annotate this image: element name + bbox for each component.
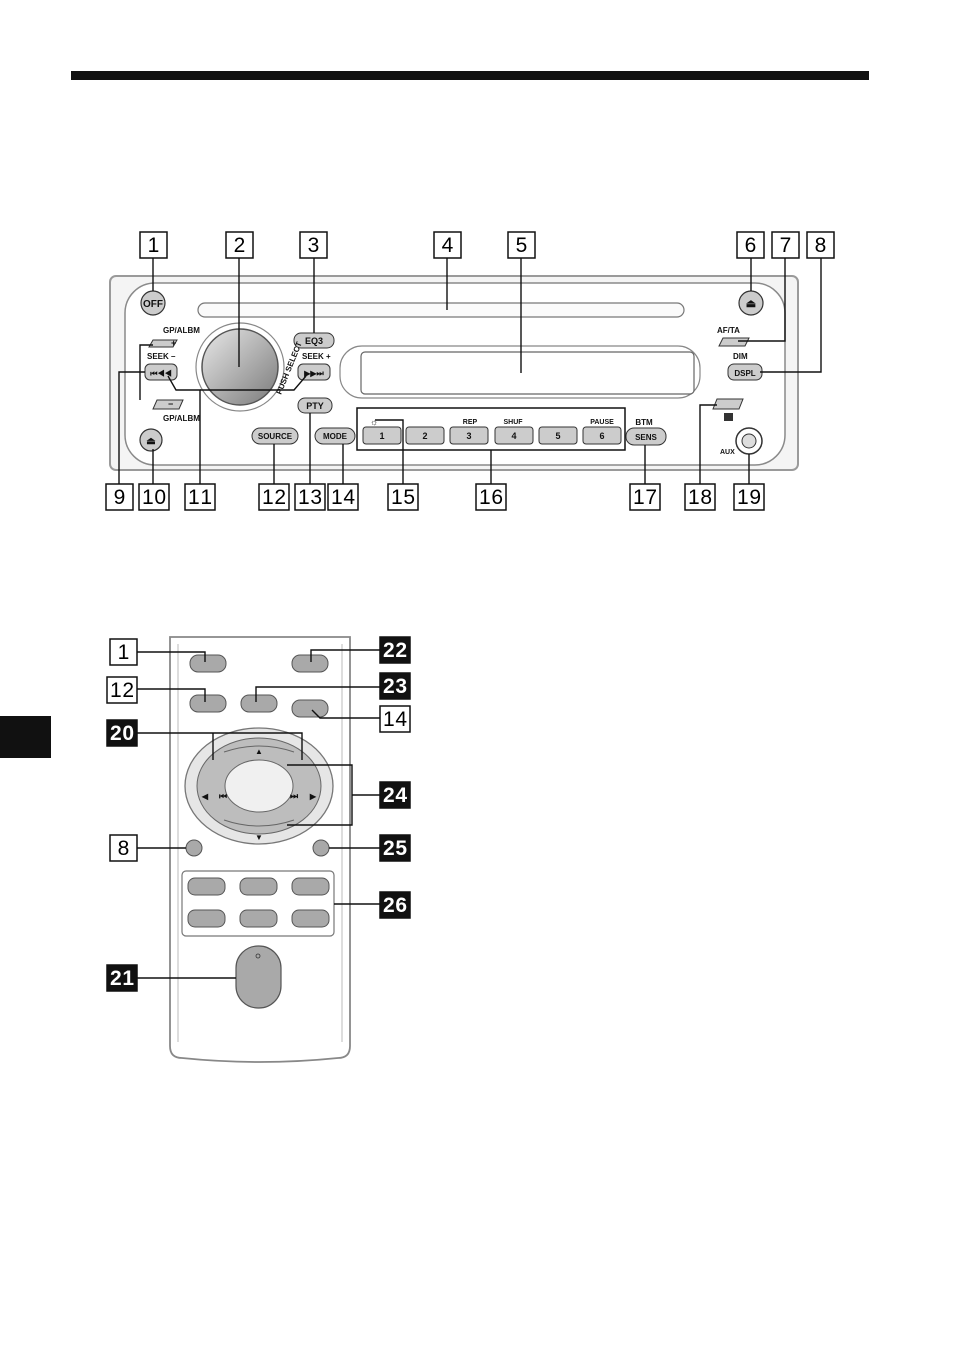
remote-callout-22: 22 [383,639,407,662]
pty-label: PTY [306,401,324,411]
af-ta-label: AF/TA [717,326,740,335]
dpad-left-icon: ◀ [201,792,209,801]
gp-albm-bottom-label: GP/ALBM [163,414,200,423]
eq3-label: EQ3 [305,336,323,346]
callout-3: 3 [308,234,320,257]
dpad-center[interactable] [225,760,293,812]
next-track-icon: ⏭ [290,791,299,801]
callout-10: 10 [142,486,166,509]
dpad-up-icon: ▲ [255,747,263,756]
sens-label: SENS [635,433,657,442]
callout-2: 2 [234,234,246,257]
pause-label: PAUSE [590,419,614,426]
aux-jack-inner [742,434,756,448]
remote-atr-button[interactable] [292,655,328,672]
remote-number-5-button[interactable] [240,910,277,927]
preset-5-label: 5 [555,431,560,441]
head-unit-callouts-bottom: 9 10 11 12 13 14 15 16 17 18 19 [106,484,764,510]
seek-plus-label: SEEK + [302,352,331,361]
preset-3-label: 3 [466,431,471,441]
callout-11: 11 [188,486,212,509]
remote-dspl-button[interactable] [186,840,202,856]
remote-callout-23: 23 [383,675,407,698]
eject-icon: ⏏ [746,298,757,310]
remote-commander: ▲ ▼ ◀ ▶ ⏮ ⏭ [170,637,350,1062]
release-small-button[interactable] [713,399,743,409]
plus-glyph: + [171,338,176,348]
source-label: SOURCE [258,432,293,441]
disc-slot[interactable] [198,303,684,317]
remote-callout-8: 8 [118,837,130,860]
preset-4-label: 4 [511,431,516,441]
dim-label: DIM [733,352,748,361]
callout-19: 19 [737,486,761,509]
callout-4: 4 [442,234,454,257]
prev-track-icon: ⏮ [219,791,227,801]
callout-12: 12 [262,486,286,509]
remote-number-2-button[interactable] [240,878,277,895]
btm-label: BTM [635,418,653,427]
remote-number-3-button[interactable] [292,878,329,895]
callout-7: 7 [780,234,792,257]
remote-menu-button[interactable] [241,695,277,712]
aux-label: AUX [720,449,735,456]
callout-16: 16 [479,486,503,509]
callout-6: 6 [745,234,757,257]
dpad-right-icon: ▶ [309,792,317,801]
display-window [361,352,694,394]
volume-knob[interactable] [202,329,278,405]
next-icon: ▶▶⏭ [303,369,324,378]
remote-callout-24: 24 [383,784,407,807]
rep-label: REP [463,419,478,426]
remote-callout-12: 12 [110,679,134,702]
callout-17: 17 [633,486,657,509]
head-unit: OFF GP/ALBM + SEEK – ⏮◀◀ − GP/ALBM ⏏ EQ3… [110,276,798,470]
callout-15: 15 [391,486,415,509]
remote-mode-button[interactable] [292,700,328,717]
remote-callout-14: 14 [383,708,407,731]
off-button-label: OFF [143,299,163,310]
seek-minus-label: SEEK – [147,352,176,361]
remote-off-button[interactable] [190,655,226,672]
remote-callout-26: 26 [383,894,407,917]
receptor-icon [724,413,733,421]
callout-18: 18 [688,486,712,509]
mode-label: MODE [323,432,348,441]
shuf-label: SHUF [503,419,523,426]
remote-callout-25: 25 [383,837,407,860]
remote-number-6-button[interactable] [292,910,329,927]
release-icon: ⏏ [146,436,156,447]
af-ta-button[interactable] [719,338,749,346]
preset-6-label: 6 [599,431,604,441]
callout-8: 8 [815,234,827,257]
preset-1-label: 1 [379,431,384,441]
remote-callout-1: 1 [118,641,130,664]
minus-glyph: − [168,399,173,409]
callout-14: 14 [331,486,355,509]
callout-9: 9 [114,486,126,509]
gp-albm-top-label: GP/ALBM [163,326,200,335]
preset-2-label: 2 [422,431,427,441]
callout-5: 5 [516,234,528,257]
remote-callout-21: 21 [110,967,134,990]
remote-scrl-button[interactable] [313,840,329,856]
remote-source-button[interactable] [190,695,226,712]
remote-callout-20: 20 [110,722,134,745]
dspl-label: DSPL [734,369,755,378]
callout-1: 1 [148,234,160,257]
remote-number-1-button[interactable] [188,878,225,895]
callout-13: 13 [298,486,322,509]
remote-volume-button[interactable] [236,946,281,1008]
sun-icon: ☼ [370,417,378,427]
dpad-down-icon: ▼ [255,833,263,842]
head-unit-callouts-top: 1 2 3 4 5 6 7 8 [140,232,834,258]
remote-number-4-button[interactable] [188,910,225,927]
